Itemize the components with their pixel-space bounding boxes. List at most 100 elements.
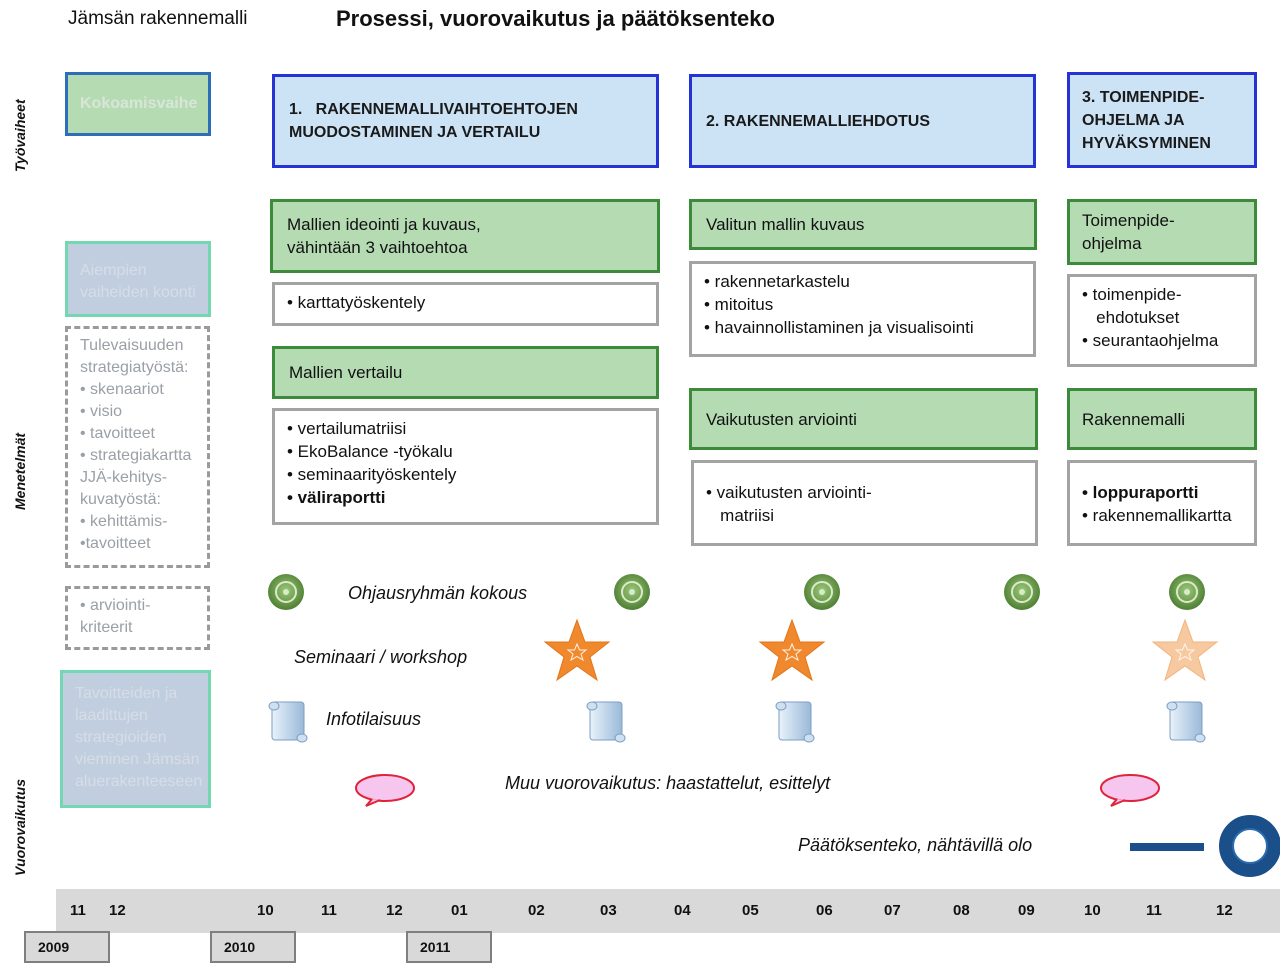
month-label: 10 [257, 902, 274, 919]
star-icon [1151, 618, 1219, 682]
aiempien-box: Aiempien vaiheiden koonti [65, 241, 211, 317]
year-label: 2010 [210, 931, 296, 963]
tulevaisuuden-line: strategiatyöstä: [80, 359, 189, 376]
tulevaisuuden-line: JJÄ-kehitys- [80, 469, 168, 486]
method-toimenpide-box: Toimenpide- ohjelma [1067, 199, 1257, 265]
tulevaisuuden-line: •tavoitteet [80, 535, 151, 552]
month-label: 01 [451, 902, 468, 919]
method-line: Rakennemalli [1082, 409, 1185, 429]
method-rakennemalli-list: • loppuraportti • rakennemallikartta [1067, 460, 1257, 546]
legend-infotilaisuus: Infotilaisuus [326, 709, 422, 729]
method-item: • vertailumatriisi [287, 419, 407, 438]
month-label: 02 [528, 902, 545, 919]
month-label: 11 [321, 902, 337, 919]
arviointi-line: kriteerit [80, 619, 133, 636]
legend-muu-vuorovaikutus: Muu vuorovaikutus: haastattelut, esittel… [505, 773, 831, 793]
method-item-valiraportti: • väliraportti [287, 488, 386, 507]
legend-seminaari: Seminaari / workshop [294, 647, 468, 667]
month-label: 06 [816, 902, 833, 919]
method-item: ehdotukset [1082, 308, 1180, 327]
aiempien-line: Aiempien [80, 262, 147, 279]
year-label: 2011 [406, 931, 492, 963]
page-title: Prosessi, vuorovaikutus ja päätöksenteko [336, 6, 775, 31]
model-subtitle: Jämsän rakennemalli [68, 8, 248, 29]
method-item: • rakennetarkastelu [704, 272, 850, 291]
method-item: • mitoitus [704, 295, 774, 314]
meeting-icon [268, 574, 304, 610]
method-line: ohjelma [1082, 234, 1142, 253]
meeting-icon [1004, 574, 1040, 610]
meeting-icon [1169, 574, 1205, 610]
method-line: Valitun mallin kuvaus [706, 215, 865, 234]
month-label: 12 [386, 902, 403, 919]
decision-bar [1130, 843, 1204, 851]
speech-bubble-icon [1100, 774, 1160, 807]
tulevaisuuden-line: • kehittämis- [80, 513, 168, 530]
scroll-icon [268, 701, 308, 743]
tulevaisuuden-line: kuvatyöstä: [80, 491, 161, 508]
phase-1-box: 1. RAKENNEMALLIVAIHTOEHTOJEN MUODOSTAMIN… [272, 74, 659, 168]
month-label: 04 [674, 902, 691, 919]
phase-3-line: OHJELMA JA [1082, 111, 1185, 129]
method-item: • vaikutusten arviointi- [706, 483, 872, 502]
timeline-bar [56, 889, 1280, 933]
month-label: 12 [1216, 902, 1233, 919]
tavoitteiden-line: Tavoitteiden ja [75, 685, 178, 702]
method-item: matriisi [706, 506, 774, 525]
tavoitteiden-line: vieminen Jämsän [75, 751, 200, 768]
arviointi-box: • arviointi- kriteerit [65, 586, 210, 650]
tulevaisuuden-line: • skenaariot [80, 381, 164, 398]
phase-3-box: 3. TOIMENPIDE- OHJELMA JA HYVÄKSYMINEN [1067, 72, 1257, 168]
speech-bubble-icon [355, 774, 415, 807]
phase-3-line: 3. TOIMENPIDE- [1082, 88, 1205, 106]
method-item-loppuraportti: • loppuraportti [1082, 483, 1199, 502]
kokoamisvaihe-box: Kokoamisvaihe [65, 72, 211, 136]
tulevaisuuden-line: • visio [80, 403, 123, 420]
method-rakennemalli-box: Rakennemalli [1067, 388, 1257, 450]
phase-3-line: HYVÄKSYMINEN [1082, 134, 1211, 152]
method-item: • EkoBalance -työkalu [287, 442, 453, 461]
method-vertailu-box: Mallien vertailu [272, 346, 659, 399]
method-line: Mallien vertailu [289, 363, 403, 382]
method-line: vähintään 3 vaihtoehtoa [287, 238, 468, 257]
tulevaisuuden-line: Tulevaisuuden [80, 337, 184, 354]
method-karttatyo-box: • karttatyöskentely [272, 282, 659, 326]
month-label: 05 [742, 902, 759, 919]
month-label: 07 [884, 902, 901, 919]
month-label: 10 [1084, 902, 1101, 919]
tulevaisuuden-line: • tavoitteet [80, 425, 155, 442]
month-label: 03 [600, 902, 617, 919]
method-item: • seminaarityöskentely [287, 465, 457, 484]
tavoitteiden-box: Tavoitteiden ja laadittujen strategioide… [60, 670, 211, 808]
legend-ohjausryhma: Ohjausryhmän kokous [348, 583, 528, 603]
phase-1-line: MUODOSTAMINEN JA VERTAILU [289, 124, 541, 141]
method-vaikutusten-box: Vaikutusten arviointi [689, 388, 1038, 450]
method-line: Mallien ideointi ja kuvaus, [287, 215, 481, 234]
method-item: • havainnollistaminen ja visualisointi [704, 318, 974, 337]
kokoamisvaihe-label: Kokoamisvaihe [80, 95, 198, 112]
tulevaisuuden-box: Tulevaisuuden strategiatyöstä: • skenaar… [65, 326, 210, 568]
scroll-icon [1166, 701, 1206, 743]
phase-1-line: 1. RAKENNEMALLIVAIHTOEHTOJEN [289, 101, 578, 118]
method-item: • rakennemallikartta [1082, 506, 1232, 525]
meeting-icon [614, 574, 650, 610]
year-label: 2009 [24, 931, 110, 963]
scroll-icon [775, 701, 815, 743]
aiempien-line: vaiheiden koonti [80, 284, 196, 301]
method-item: • toimenpide- [1082, 285, 1182, 304]
star-icon [758, 618, 826, 682]
tavoitteiden-line: strategioiden [75, 729, 167, 746]
method-item: • karttatyöskentely [287, 293, 426, 312]
month-label: 09 [1018, 902, 1035, 919]
method-ideointi-box: Mallien ideointi ja kuvaus, vähintään 3 … [270, 199, 660, 273]
method-line: Vaikutusten arviointi [706, 409, 857, 429]
scroll-icon [586, 701, 626, 743]
month-label: 11 [70, 902, 86, 919]
method-item: • seurantaohjelma [1082, 331, 1219, 350]
tavoitteiden-line: aluerakenteeseen [75, 773, 203, 790]
arviointi-line: • arviointi- [80, 597, 151, 614]
phase-2-line: 2. RAKENNEMALLIEHDOTUS [706, 112, 931, 130]
method-vaikutusten-list: • vaikutusten arviointi- matriisi [691, 460, 1038, 546]
month-label: 12 [109, 902, 126, 919]
